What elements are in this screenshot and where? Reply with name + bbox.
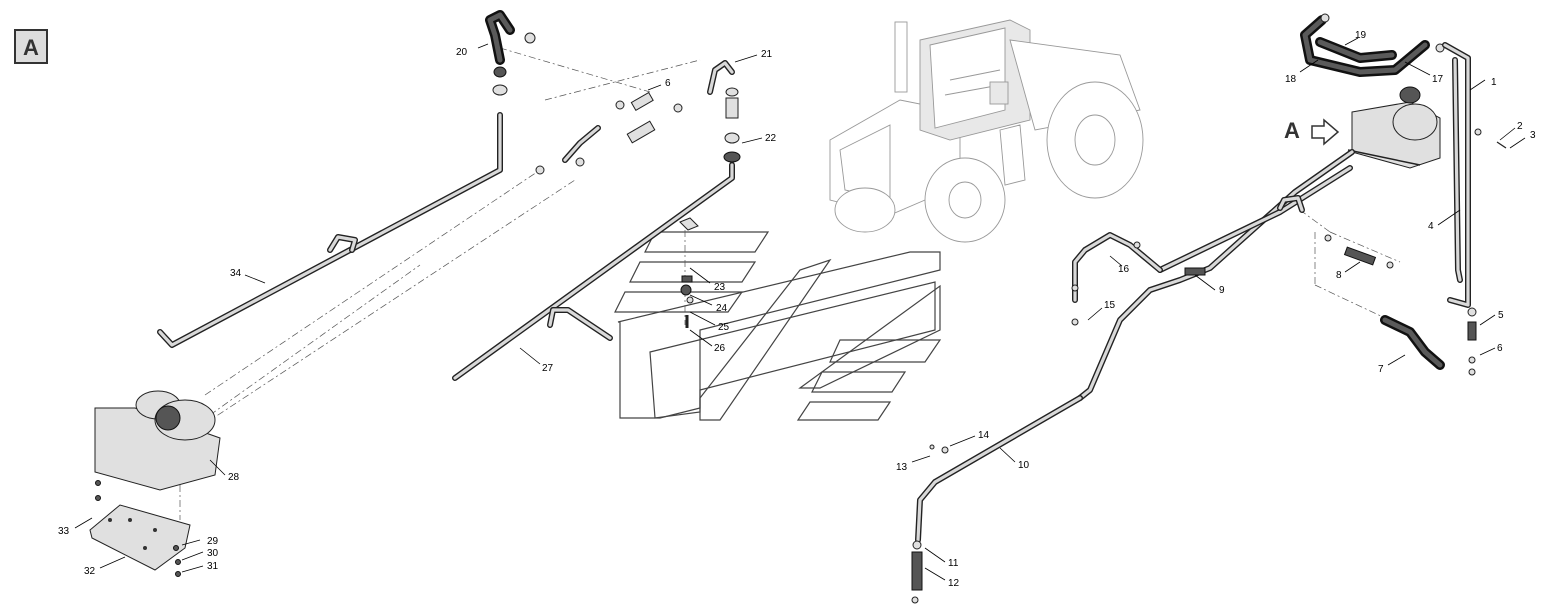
callout-7: 7 [1378, 364, 1384, 375]
callout-32: 32 [84, 566, 96, 577]
pipe-10 [911, 395, 1083, 604]
hoses-17-19 [1300, 13, 1445, 77]
view-arrow: A [1284, 118, 1340, 146]
callout-20: 20 [456, 47, 468, 58]
watermark-logo [614, 231, 942, 421]
callout-22: 22 [765, 133, 777, 144]
pipe-1-4 [1442, 42, 1507, 308]
callout-25: 25 [718, 322, 730, 333]
callout-2: 2 [1517, 121, 1523, 132]
arrow-label: A [1284, 118, 1300, 143]
hose-segments-center [535, 91, 683, 175]
callout-27: 27 [542, 363, 554, 374]
callout-10: 10 [1018, 460, 1030, 471]
callout-21: 21 [761, 49, 773, 60]
assembly-lines [179, 47, 1401, 520]
callout-33: 33 [58, 526, 70, 537]
mounting-plate-32 [89, 504, 191, 571]
callout-29: 29 [207, 536, 219, 547]
hose-21 [707, 60, 741, 163]
left-heater-assembly [89, 390, 221, 577]
callout-26: 26 [714, 343, 726, 354]
clamp-parts-23-26 [679, 217, 699, 328]
callout-23: 23 [714, 282, 726, 293]
fasteners-29-33 [95, 480, 181, 577]
view-label-box: A [14, 29, 48, 64]
callout-6-right: 6 [1497, 343, 1503, 354]
callout-1: 1 [1491, 77, 1497, 88]
callout-14: 14 [978, 430, 990, 441]
callout-31: 31 [207, 561, 219, 572]
callout-34: 34 [230, 268, 242, 279]
callouts: 20 6 21 22 23 24 25 26 27 34 28 33 29 30… [58, 30, 1536, 589]
pipe-27 [452, 162, 735, 381]
parts-5-8 [1324, 234, 1477, 376]
callout-12: 12 [948, 578, 960, 589]
callout-15: 15 [1104, 300, 1116, 311]
tractor-illustration [829, 19, 1144, 243]
pipe-9-16 [1071, 149, 1355, 401]
callout-16: 16 [1118, 264, 1130, 275]
callout-18: 18 [1285, 74, 1297, 85]
right-heater-assembly [1347, 86, 1441, 169]
callout-9: 9 [1219, 285, 1225, 296]
callout-11: 11 [948, 558, 959, 569]
callout-24: 24 [716, 303, 728, 314]
callout-17: 17 [1432, 74, 1444, 85]
heater-unit-28 [94, 390, 221, 491]
callout-13: 13 [896, 462, 908, 473]
callout-30: 30 [207, 548, 219, 559]
pipe-34 [157, 112, 503, 348]
callout-28: 28 [228, 472, 240, 483]
callout-5: 5 [1498, 310, 1504, 321]
view-label: A [23, 35, 39, 60]
callout-4: 4 [1428, 221, 1434, 232]
callout-8: 8 [1336, 270, 1342, 281]
leader-lines [74, 37, 1526, 581]
callout-19: 19 [1355, 30, 1367, 41]
callout-6-left: 6 [665, 78, 671, 89]
hose-20 [485, 10, 536, 96]
callout-3: 3 [1530, 130, 1536, 141]
